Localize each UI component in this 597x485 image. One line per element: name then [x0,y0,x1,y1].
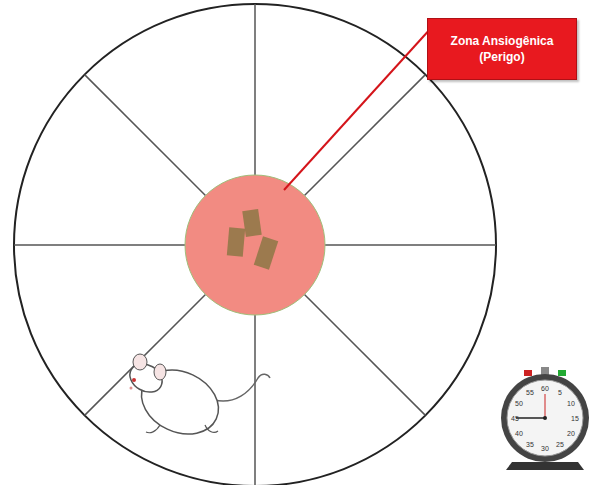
arena-dividers [14,4,496,485]
anxiogenic-zone [185,175,325,315]
rat-illustration [125,354,270,446]
arena-outline [14,4,496,485]
dial-number: 50 [515,400,523,407]
dial-number: 30 [541,445,549,452]
leader-line [284,27,432,190]
dial-number: 45 [511,415,519,422]
stopwatch-symbol [501,367,589,470]
food-pellets [227,209,278,270]
dial-number: 25 [556,441,564,448]
dial-number: 5 [558,389,562,396]
callout-text: Zona Ansiogênica (Perigo) [442,33,562,65]
dial-number: 15 [571,415,579,422]
dial-number: 55 [526,389,534,396]
dial-number: 35 [526,441,534,448]
dial-number: 10 [567,400,575,407]
dial-number: 40 [515,430,523,437]
dial-number: 60 [541,385,549,392]
callout-box: Zona Ansiogênica (Perigo) [427,18,577,80]
dial-number: 20 [567,430,575,437]
